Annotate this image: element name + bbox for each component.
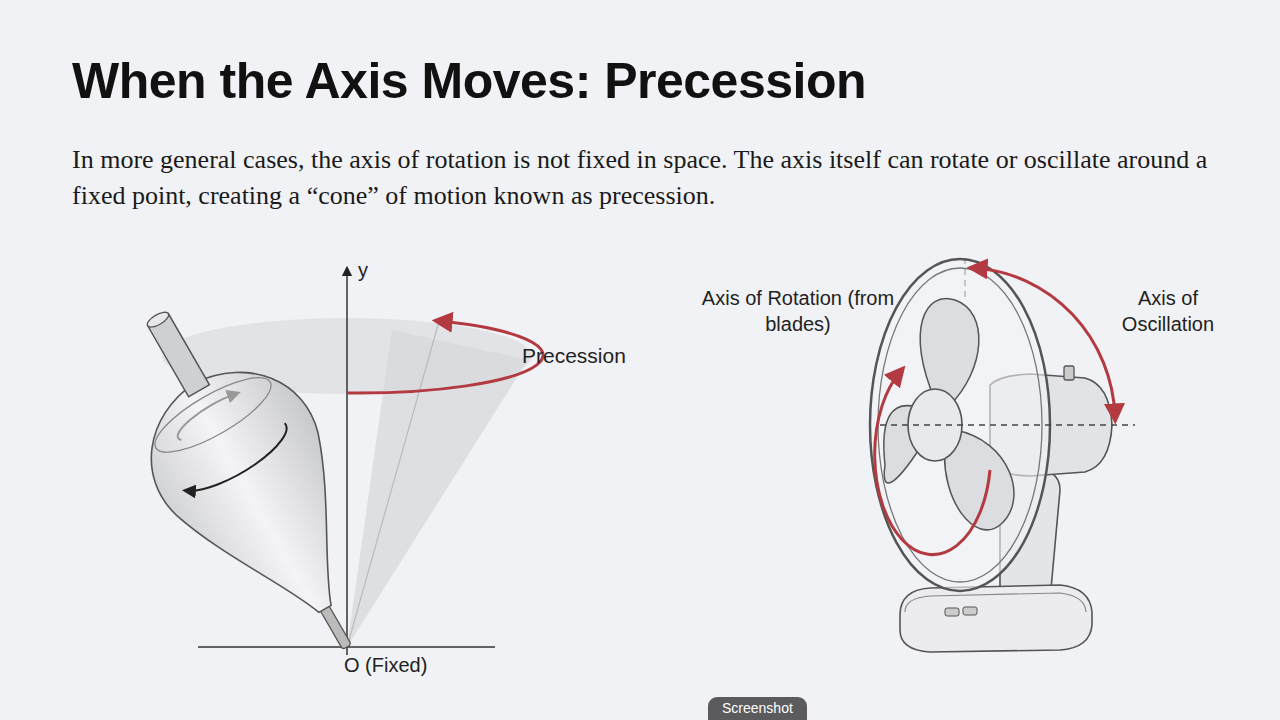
badge-text: Screenshot <box>722 700 793 717</box>
oscillation-arrow <box>975 268 1115 416</box>
y-axis <box>346 270 348 655</box>
blade-rotation-arrow <box>875 372 990 555</box>
screenshot-badge: Screenshot <box>708 697 807 720</box>
slide-title: When the Axis Moves: Precession <box>72 52 866 110</box>
oscillation-axis-label: Axis of Oscillation <box>1108 285 1228 337</box>
fan-blades <box>884 298 1014 529</box>
fan-base <box>900 585 1092 652</box>
origin-label: O (Fixed) <box>344 653 427 677</box>
precession-cone <box>347 330 528 647</box>
rotation-axis <box>880 424 1135 425</box>
oscillation-knob <box>1064 366 1074 380</box>
precession-label: Precession <box>522 343 626 368</box>
spinning-top-figure <box>82 270 543 690</box>
rotation-axis-label: Axis of Rotation (from blades) <box>700 285 896 337</box>
precession-arrow <box>347 321 543 393</box>
spinning-top <box>82 273 421 690</box>
cone-edge <box>347 318 440 647</box>
fan-figure <box>870 258 1135 652</box>
axis-label: y <box>358 258 368 282</box>
description-text: In more general cases, the axis of rotat… <box>72 142 1242 214</box>
